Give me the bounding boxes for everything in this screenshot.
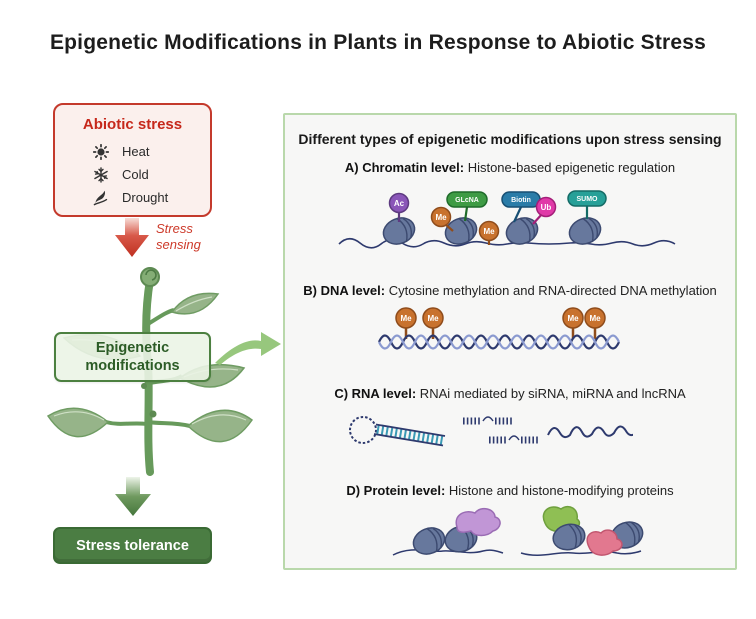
stress-item-drought: Drought: [55, 186, 210, 209]
me-mark: [430, 206, 452, 228]
me-mark-label: Me: [400, 314, 412, 323]
purple-protein-blob: [455, 507, 501, 537]
glcna-mark-label: GLcNA: [455, 197, 479, 204]
section-c-heading: C) RNA level: RNAi mediated by siRNA, mi…: [285, 386, 735, 401]
page-title: Epigenetic Modifications in Plants in Re…: [49, 31, 707, 54]
section-d-heading-bold: D) Protein level:: [346, 483, 446, 498]
section-b-heading: B) DNA level: Cytosine methylation and R…: [285, 283, 735, 298]
section-a-heading-bold: A) Chromatin level:: [344, 160, 465, 175]
stress-item-list: Heat Cold: [55, 140, 210, 209]
stress-sensing-label: Stress sensing: [156, 221, 201, 252]
pink-protein-blob: [586, 529, 623, 556]
me-mark-label: Me: [435, 213, 447, 222]
me-mark-label: Me: [567, 314, 579, 323]
sumo-mark: [567, 190, 607, 207]
mirna-hairpin: [349, 416, 446, 447]
section-d-heading: D) Protein level: Histone and histone-mo…: [285, 483, 735, 498]
curved-arrow-to-panel: [213, 317, 283, 372]
abiotic-stress-title: Abiotic stress: [82, 116, 183, 133]
section-b-heading-rest: Cytosine methylation and RNA-directed DN…: [385, 283, 717, 298]
section-b-heading-bold: B) DNA level:: [303, 283, 386, 298]
dna-strand: [392, 549, 504, 556]
glcna-mark: [446, 191, 488, 208]
stress-item-label: Heat: [122, 144, 150, 159]
panel-title: Different types of epigenetic modificati…: [298, 131, 722, 147]
section-a-heading: A) Chromatin level: Histone-based epigen…: [285, 160, 735, 175]
biotin-mark-label: Biotin: [511, 197, 531, 204]
stress-item-heat: Heat: [55, 140, 210, 163]
dna-helix-strand: [378, 334, 620, 350]
section-d-heading-rest: Histone and histone-modifying proteins: [445, 483, 674, 498]
epigenetic-modifications-box: Epigenetic modifications: [54, 332, 211, 382]
ub-mark-label: Ub: [541, 203, 552, 212]
ac-mark-label: Ac: [394, 199, 405, 208]
stress-tolerance-box: Stress tolerance: [53, 527, 212, 564]
me-mark: [478, 220, 500, 242]
me-mark-label: Me: [589, 314, 601, 323]
rna-illustration: [343, 409, 637, 460]
protein-illustration: [385, 501, 648, 568]
stress-item-cold: Cold: [55, 163, 210, 186]
lncrna-wave: [547, 425, 637, 439]
section-a-heading-rest: Histone-based epigenetic regulation: [464, 160, 676, 175]
sun-icon: [93, 143, 109, 160]
epigenetic-types-panel: Different types of epigenetic modificati…: [283, 113, 737, 570]
me-mark: [562, 307, 584, 329]
me-mark: [584, 307, 606, 329]
chromatin-illustration: Ac Me GLcNA Me Biotin Ub SUMO: [337, 187, 677, 270]
stress-item-label: Drought: [122, 190, 169, 205]
me-mark: [395, 307, 417, 329]
ub-mark: [535, 196, 557, 218]
me-mark-label: Me: [427, 314, 439, 323]
me-mark-label: Me: [483, 227, 495, 236]
me-mark: [422, 307, 444, 329]
stress-item-label: Cold: [122, 167, 149, 182]
snowflake-icon: [93, 166, 109, 183]
ac-mark: [388, 192, 410, 214]
section-c-heading-rest: RNAi mediated by siRNA, miRNA and lncRNA: [416, 386, 686, 401]
dna-strand: [520, 550, 642, 556]
sirna-duplex: [463, 416, 539, 444]
dna-methylation-illustration: Me Me Me Me: [375, 305, 625, 358]
stress-tolerance-arrow: [111, 477, 155, 522]
section-c-heading-bold: C) RNA level:: [334, 386, 417, 401]
sumo-mark-label: SUMO: [577, 196, 599, 203]
wilted-leaf-icon: [93, 190, 109, 206]
nucleosome: [408, 522, 450, 560]
abiotic-stress-box: Abiotic stress Heat: [53, 103, 212, 217]
stress-sensing-arrow: [112, 218, 152, 263]
